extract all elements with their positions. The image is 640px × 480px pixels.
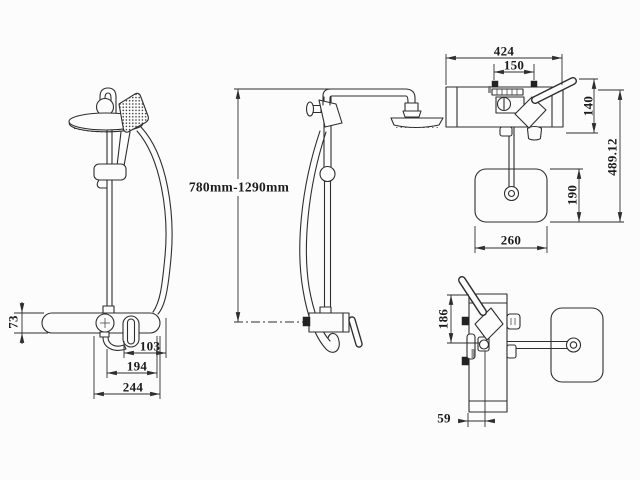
inlet-right	[530, 80, 538, 88]
slider-holder	[93, 163, 127, 189]
upper-plan-dimensions	[445, 54, 624, 253]
faucet-body	[41, 305, 161, 351]
top-view-upper	[445, 54, 624, 253]
shower-hose	[136, 126, 173, 315]
slider-ball	[319, 165, 336, 183]
hand-shower-handle	[116, 131, 131, 167]
top-view-lower	[447, 276, 604, 427]
spout	[102, 336, 127, 351]
handshower-holder	[526, 125, 543, 141]
lever-plan-2	[458, 276, 504, 341]
side-view	[234, 88, 444, 353]
shower-arm	[322, 88, 422, 118]
inlet-bottom	[461, 356, 470, 366]
faucet-side	[302, 306, 363, 348]
lever-handle	[122, 315, 140, 348]
lower-plan-dimensions	[447, 294, 495, 427]
side-riser-pole	[323, 96, 332, 308]
outlet-tab-2	[506, 344, 517, 359]
riser-pole	[106, 113, 113, 314]
hand-shower-face	[118, 92, 149, 133]
inlet-top	[461, 316, 470, 326]
side-dimension	[234, 88, 330, 323]
lever-plan	[514, 77, 577, 129]
inlet-left	[491, 80, 499, 88]
label-marking-2	[471, 349, 475, 358]
mixer-bar-plan-2	[461, 293, 521, 413]
plan-arm	[503, 126, 520, 202]
front-dimensions	[14, 302, 167, 399]
holder-tab	[506, 313, 521, 330]
wall-bracket	[305, 99, 343, 128]
rain-head-side	[390, 117, 444, 129]
outlet-tab	[499, 126, 513, 137]
label-marking	[488, 86, 491, 93]
front-view	[14, 87, 173, 399]
